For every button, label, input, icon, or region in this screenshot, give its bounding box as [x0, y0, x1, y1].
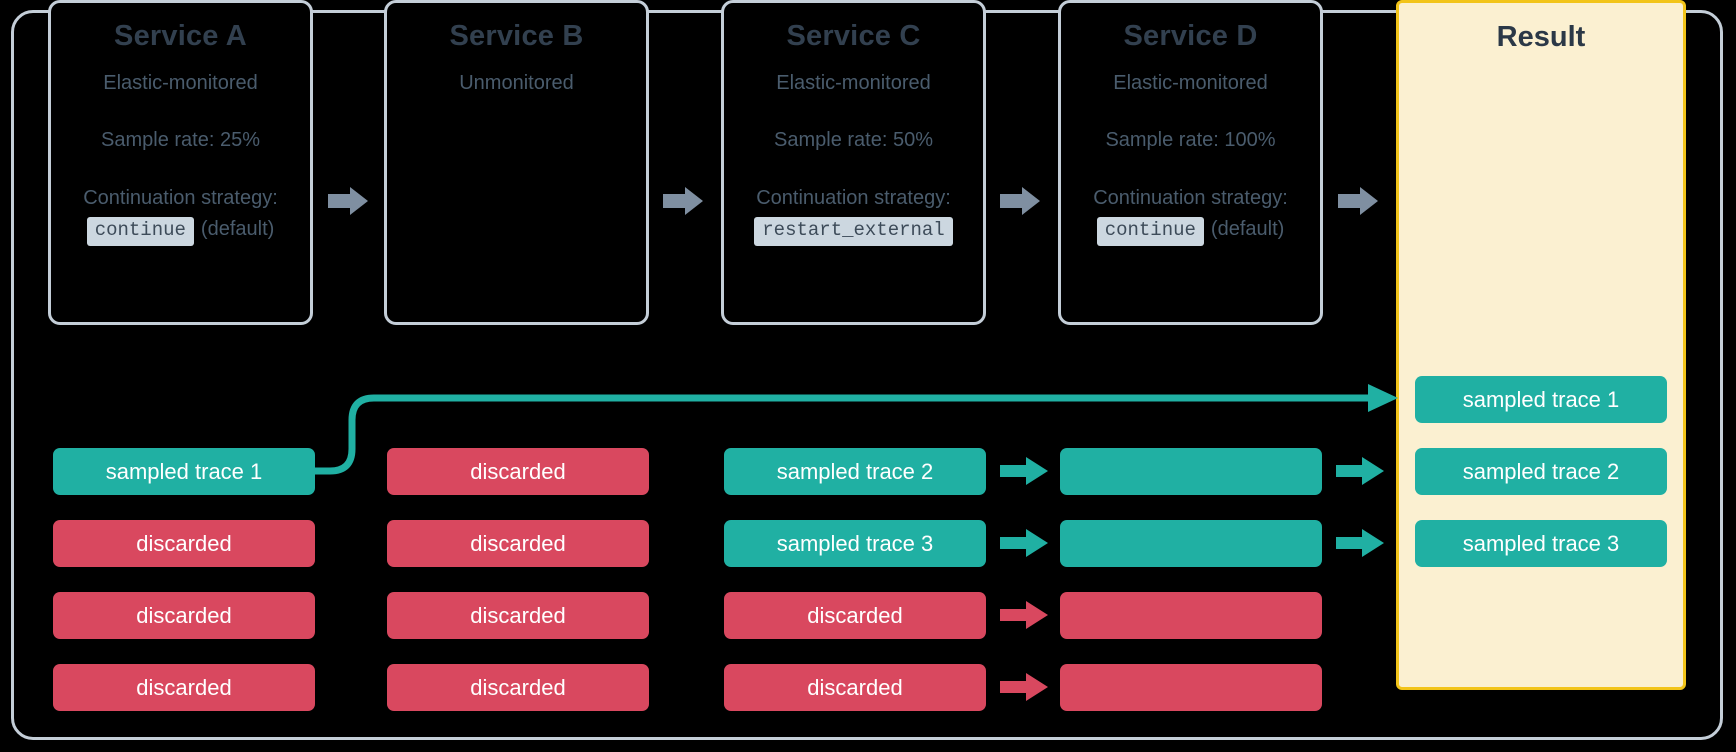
trace-label: sampled trace 3 [776, 530, 934, 556]
trace-label: discarded [470, 530, 566, 556]
trace-chip-d-2 [1060, 520, 1322, 567]
service-card-service-d: Service D Elastic-monitored Sample rate:… [1058, 0, 1323, 325]
trace-label: discarded [807, 674, 903, 700]
result-card: Result [1396, 0, 1686, 690]
trace-chip-d-3 [1060, 592, 1322, 639]
trace-chip-b-1: discarded [387, 448, 649, 495]
trace-label: sampled trace 2 [776, 458, 934, 484]
trace-chip-c-3: discarded [724, 592, 986, 639]
trace-chip-c-1: sampled trace 2 [724, 448, 986, 495]
trace-chip-d-1 [1060, 448, 1322, 495]
service-d-monitoring: Elastic-monitored [1113, 71, 1268, 94]
service-b-monitoring: Unmonitored [459, 71, 574, 94]
service-c-continuation-label: Continuation strategy: [756, 186, 951, 209]
result-title: Result [1496, 21, 1586, 53]
service-c-title: Service C [786, 20, 921, 52]
trace-label: discarded [470, 674, 566, 700]
trace-label: sampled trace 2 [1462, 458, 1620, 484]
trace-label: discarded [136, 530, 232, 556]
service-card-service-b: Service B Unmonitored [384, 0, 649, 325]
trace-label: discarded [136, 674, 232, 700]
trace-label: discarded [470, 602, 566, 628]
service-c-continuation-value: restart_external [754, 217, 953, 247]
service-c-sample-rate: Sample rate: 50% [774, 128, 933, 151]
trace-chip-a-2: discarded [53, 520, 315, 567]
trace-chip-b-4: discarded [387, 664, 649, 711]
service-a-sample-rate: Sample rate: 25% [101, 128, 260, 151]
service-d-strategy-row: continue (default) [1061, 217, 1320, 247]
trace-chip-c-2: sampled trace 3 [724, 520, 986, 567]
service-a-continuation-note: (default) [200, 218, 275, 241]
trace-chip-a-3: discarded [53, 592, 315, 639]
service-a-monitoring: Elastic-monitored [103, 71, 258, 94]
trace-chip-a-4: discarded [53, 664, 315, 711]
trace-chip-b-2: discarded [387, 520, 649, 567]
service-d-title: Service D [1123, 20, 1258, 52]
service-a-strategy-row: continue (default) [51, 217, 310, 247]
trace-label: sampled trace 1 [105, 458, 263, 484]
result-chip-1: sampled trace 1 [1415, 376, 1667, 423]
trace-chip-b-3: discarded [387, 592, 649, 639]
service-d-sample-rate: Sample rate: 100% [1105, 128, 1276, 151]
service-card-service-a: Service A Elastic-monitored Sample rate:… [48, 0, 313, 325]
service-b-title: Service B [449, 20, 584, 52]
trace-label: sampled trace 1 [1462, 386, 1620, 412]
trace-label: discarded [807, 602, 903, 628]
trace-chip-d-4 [1060, 664, 1322, 711]
trace-chip-a-1: sampled trace 1 [53, 448, 315, 495]
service-a-title: Service A [114, 20, 247, 52]
service-d-continuation-label: Continuation strategy: [1093, 186, 1288, 209]
service-c-monitoring: Elastic-monitored [776, 71, 931, 94]
result-chip-2: sampled trace 2 [1415, 448, 1667, 495]
service-a-continuation-label: Continuation strategy: [83, 186, 278, 209]
service-d-continuation-note: (default) [1210, 218, 1285, 241]
service-d-continuation-value: continue [1096, 217, 1204, 247]
trace-label: sampled trace 3 [1462, 530, 1620, 556]
trace-label: discarded [470, 458, 566, 484]
service-c-strategy-row: restart_external [724, 217, 983, 247]
service-a-continuation-value: continue [86, 217, 194, 247]
service-card-service-c: Service C Elastic-monitored Sample rate:… [721, 0, 986, 325]
result-chip-3: sampled trace 3 [1415, 520, 1667, 567]
trace-chip-c-4: discarded [724, 664, 986, 711]
trace-label: discarded [136, 602, 232, 628]
